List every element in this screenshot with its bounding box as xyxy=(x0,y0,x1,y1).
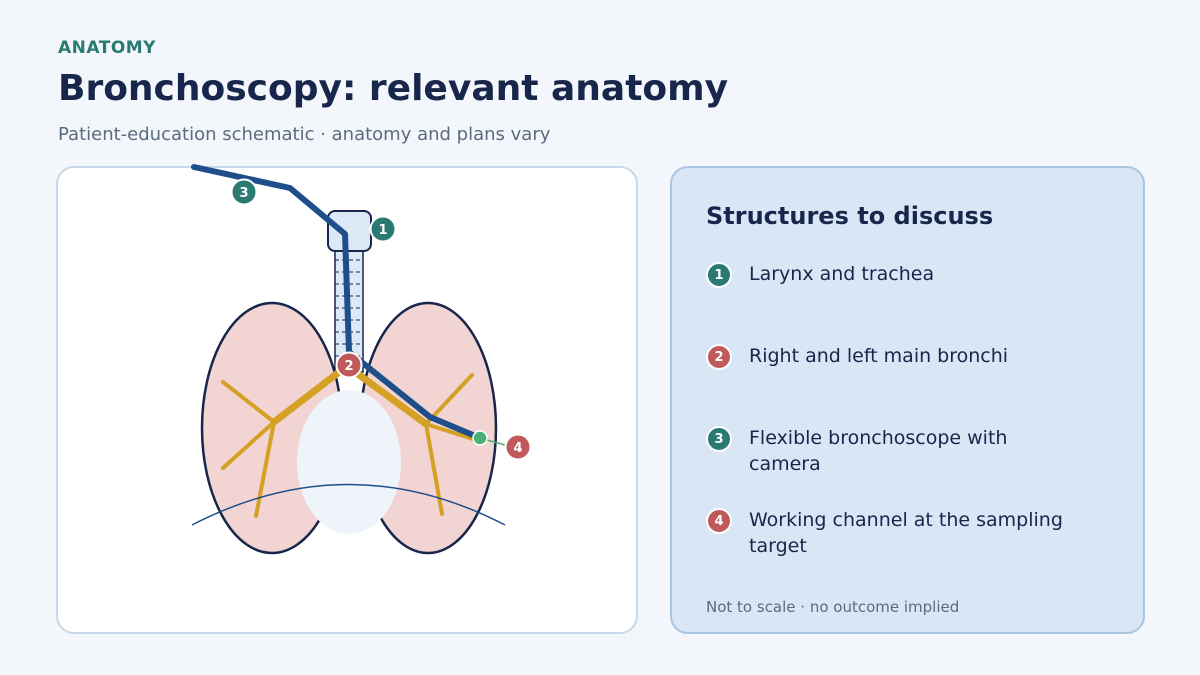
panel-footer-note: Not to scale · no outcome implied xyxy=(706,598,960,616)
marker-2-label: 2 xyxy=(344,359,353,374)
heart-space xyxy=(297,390,401,534)
marker-1: 1 xyxy=(369,215,397,243)
legend-number-badge: 4 xyxy=(706,508,732,534)
sampling-target xyxy=(472,430,488,446)
structures-panel: Structures to discuss 1 Larynx and trach… xyxy=(670,166,1145,634)
legend-number-badge: 1 xyxy=(706,262,732,288)
legend-number-badge: 3 xyxy=(706,426,732,452)
anatomy-diagram: 1 2 3 4 xyxy=(191,164,532,555)
panel-title: Structures to discuss xyxy=(706,202,994,230)
legend-label: Working channel at the sampling target xyxy=(749,509,1063,557)
diagram-card: 1 2 3 4 xyxy=(56,164,638,634)
legend-label: Larynx and trachea xyxy=(749,263,935,285)
marker-4-label: 4 xyxy=(513,441,522,456)
marker-1-label: 1 xyxy=(378,223,387,238)
bronchoscope xyxy=(191,164,483,441)
legend-label: Flexible bronchoscope with camera xyxy=(749,427,1008,475)
marker-3-label: 3 xyxy=(239,186,248,201)
marker-4: 4 xyxy=(504,433,532,461)
eyebrow-label: ANATOMY xyxy=(58,38,156,58)
legend-label: Right and left main bronchi xyxy=(749,345,1009,367)
marker-3: 3 xyxy=(230,178,258,206)
marker-2: 2 xyxy=(335,351,363,379)
diaphragm xyxy=(191,483,506,526)
larynx xyxy=(327,210,372,252)
page-title: Bronchoscopy: relevant anatomy xyxy=(58,68,729,109)
page-subtitle: Patient-education schematic · anatomy an… xyxy=(58,124,551,145)
legend-number-badge: 2 xyxy=(706,344,732,370)
